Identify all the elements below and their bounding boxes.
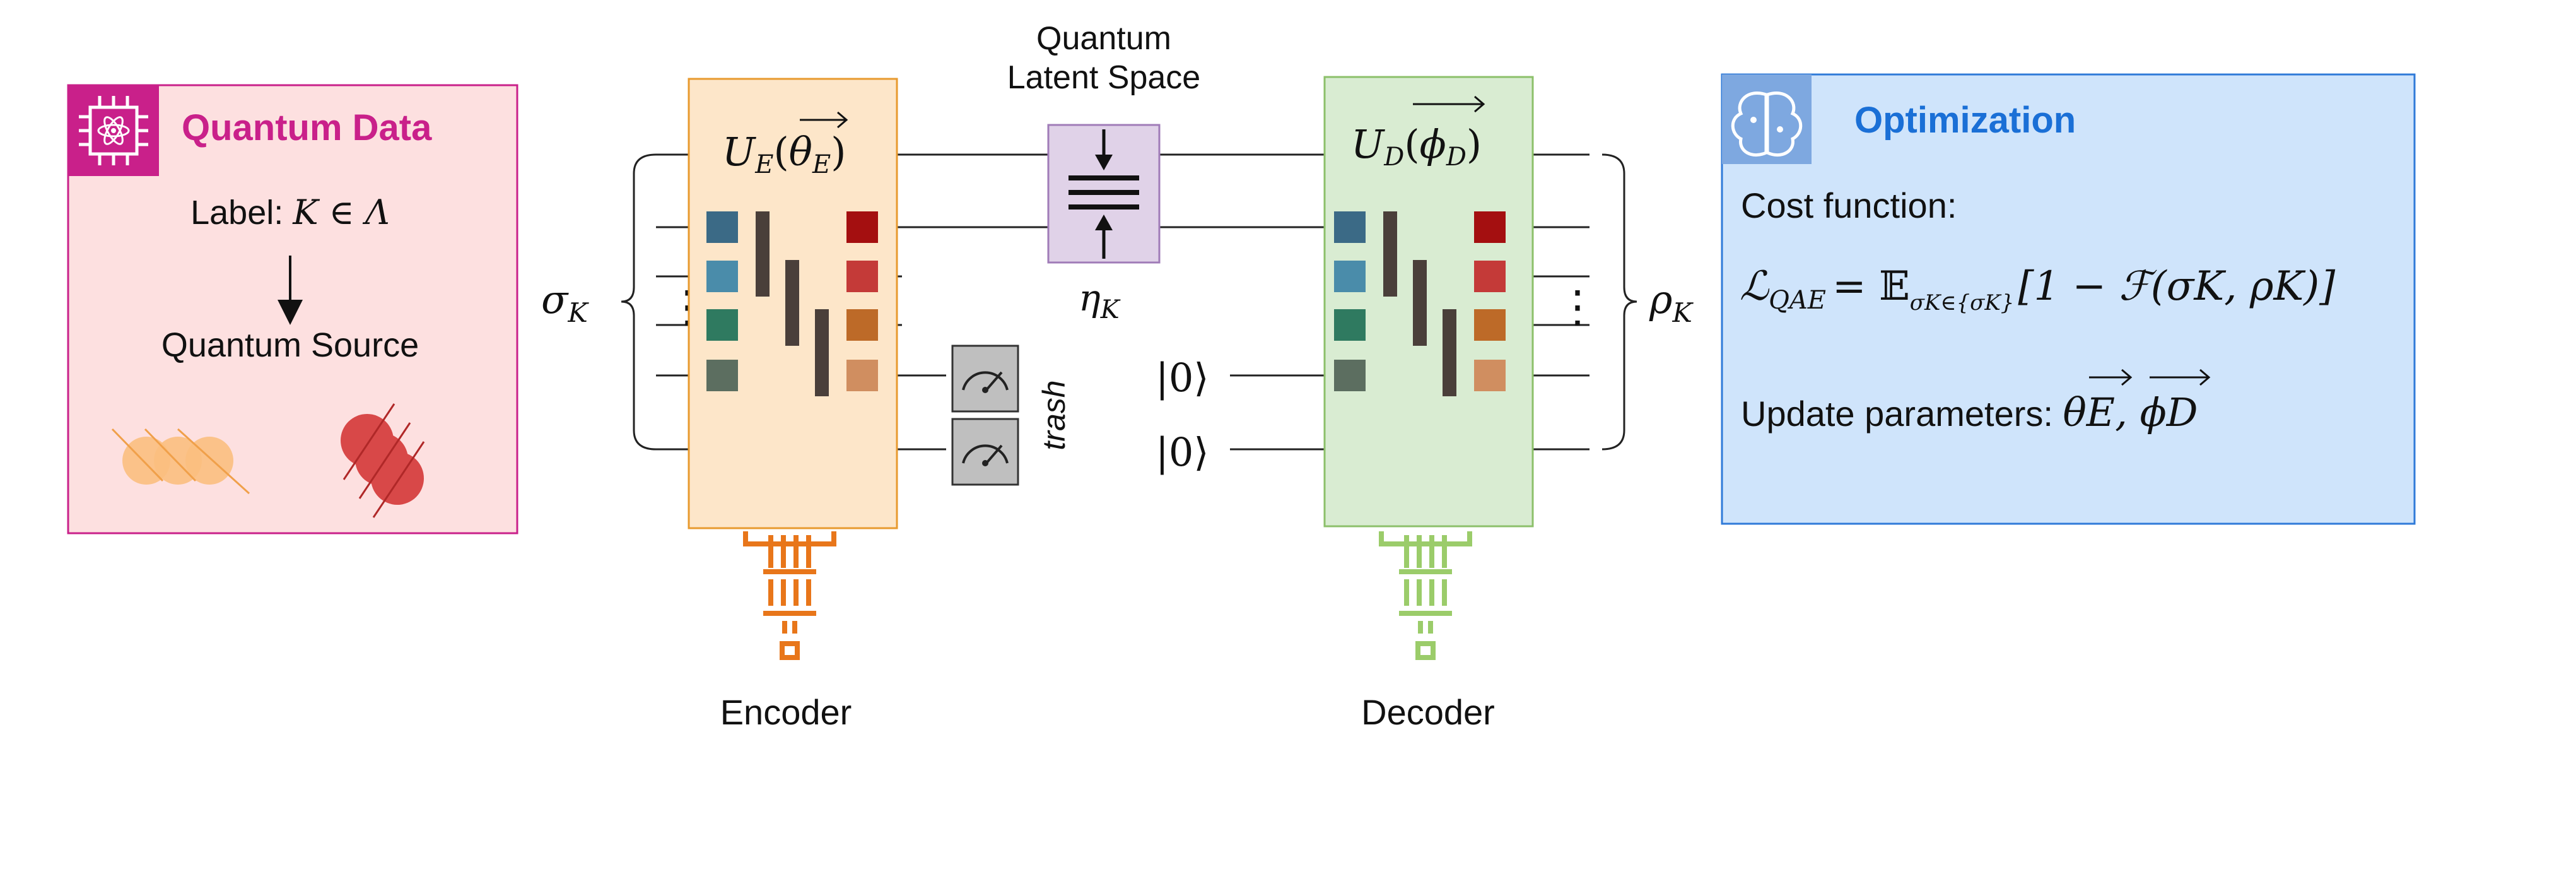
update-params-line: Update parameters: θE, ϕD (1741, 389, 2198, 435)
encoder-entangling-gate-1 (756, 211, 770, 297)
trash-group: trash (951, 345, 1072, 486)
ibm-quantum-encoder-icon (743, 531, 836, 660)
ai-brain-icon (1722, 74, 1812, 164)
encoder-left-gate-2 (706, 261, 738, 292)
ket-zero-2: |0⟩ (1156, 429, 1209, 475)
update-param-vector-arrows (2089, 369, 2211, 386)
decoder-gates (1334, 211, 1506, 396)
encoder-entangling-gate-3 (815, 309, 829, 396)
decoder-left-gate-2 (1334, 261, 1366, 292)
output-state-label: ρK (1649, 276, 1694, 328)
latent-state-label: ηK (1079, 276, 1121, 324)
right-dots: ⋮ (1555, 282, 1600, 331)
decoder-right-gate-1 (1474, 211, 1506, 243)
input-state-label: σK (541, 276, 589, 328)
label-prefix: Label: (190, 194, 293, 232)
decoder-right-gate-3 (1474, 309, 1506, 341)
decoder-left-gate-4 (1334, 360, 1366, 391)
encoder-left-gate-4 (706, 360, 738, 391)
encoder-left-gate-1 (706, 211, 738, 243)
loss-equation: ℒQAE= 𝔼σK∈{σK}[1 − ℱ(σK, ρK)] (1740, 263, 2336, 316)
decoder-label: Decoder (1361, 692, 1495, 732)
spin-particles-icon (341, 403, 425, 518)
encoder-param-vector-arrow (800, 111, 848, 129)
left-brace (621, 153, 657, 451)
optimization-title: Optimization (1854, 100, 2076, 141)
latent-title-line1: Quantum (1036, 20, 1171, 57)
encoder-operator: UE(θE) (722, 129, 846, 179)
trash-label: trash (1036, 380, 1072, 450)
decoder-entangling-gate-2 (1413, 260, 1427, 346)
encoder-right-gate-3 (846, 309, 878, 341)
photons-icon (111, 428, 250, 495)
latent-title-line2: Latent Space (1007, 59, 1200, 96)
ket-zero-1: |0⟩ (1156, 355, 1209, 401)
meter-icon-1 (951, 345, 1019, 413)
optimization-panel: Optimization Cost function: ℒQAE= 𝔼σK∈{σ… (1721, 73, 2416, 525)
meter-icon-2 (951, 418, 1019, 486)
input-state-group: σK ⋮ (541, 153, 710, 451)
ibm-quantum-decoder-icon (1379, 531, 1472, 660)
output-state-group: ⋮ ρK (1555, 153, 1694, 451)
decoder-block: UD(ϕD) Decoder (1323, 76, 1534, 732)
decoder-entangling-gate-3 (1443, 309, 1456, 396)
decoder-operator: UD(ϕD) (1351, 121, 1482, 172)
decoder-param-vector-arrow (1413, 95, 1485, 113)
compression-icon (1068, 129, 1139, 259)
encoder-block: UE(θE) Encoder (688, 78, 898, 732)
decoder-right-gate-2 (1474, 261, 1506, 292)
encoder-right-gate-4 (846, 360, 878, 391)
quantum-data-title: Quantum Data (182, 107, 432, 148)
right-brace (1601, 153, 1637, 451)
decoder-right-gate-4 (1474, 360, 1506, 391)
latent-space-group: Quantum Latent Space ηK (1007, 20, 1200, 324)
encoder-left-gate-3 (706, 309, 738, 341)
quantum-data-panel: Quantum Data Label: K ∈ Λ Quantum Source (67, 84, 518, 534)
encoder-right-gate-1 (846, 211, 878, 243)
decoder-left-gate-1 (1334, 211, 1366, 243)
quantum-chip-icon (68, 85, 159, 176)
encoder-label: Encoder (720, 692, 852, 732)
cost-function-label: Cost function: (1741, 186, 1957, 225)
encoder-right-gate-2 (846, 261, 878, 292)
label-line: Label: K ∈ Λ (190, 192, 390, 232)
decoder-left-gate-3 (1334, 309, 1366, 341)
encoder-entangling-gate-2 (785, 260, 799, 346)
quantum-source-label: Quantum Source (161, 326, 419, 364)
label-math: K ∈ Λ (292, 192, 390, 232)
decoder-entangling-gate-1 (1383, 211, 1397, 297)
encoder-gates (706, 211, 878, 396)
